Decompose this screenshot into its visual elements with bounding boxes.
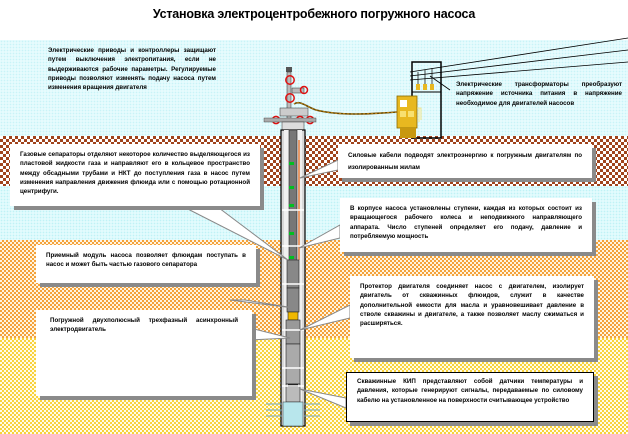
pump-string bbox=[266, 129, 320, 427]
annotation-transformers: Электрические трансформаторы преобразуют… bbox=[456, 81, 622, 107]
callout-power-cable: Силовые кабели подводят электроэнергию к… bbox=[338, 144, 592, 178]
transformer-icon bbox=[416, 68, 434, 90]
surface-sky-layer bbox=[0, 40, 628, 138]
wellhead-icon bbox=[263, 67, 317, 131]
annotation-controllers: Электрические приводы и контроллеры защи… bbox=[48, 47, 216, 92]
callout-sensors: Скважинные КИП представляют собой датчик… bbox=[346, 372, 594, 422]
callout-pump-stages: В корпусе насоса установлены ступени, ка… bbox=[340, 198, 592, 252]
callout-motor: Погружной двухполюсный трехфазный асинхр… bbox=[36, 310, 252, 396]
perforation-flow-lines bbox=[266, 403, 320, 417]
perforation-zone bbox=[282, 401, 304, 427]
protector-section bbox=[285, 319, 301, 345]
surface-cable bbox=[293, 101, 398, 115]
control-box-icon bbox=[396, 95, 422, 138]
page-title: Установка электроцентробежного погружног… bbox=[152, 7, 476, 21]
callout-gas-separator: Газовые сепараторы отделяют некоторое ко… bbox=[10, 144, 260, 206]
motor-section bbox=[285, 343, 301, 385]
callout-intake: Приемный модуль насоса позволяет флюидам… bbox=[36, 245, 256, 283]
intake-section bbox=[286, 287, 300, 313]
intake-ports bbox=[287, 311, 299, 321]
callout-protector: Протектор двигателя соединяет насос с дв… bbox=[350, 276, 594, 358]
power-lines bbox=[409, 37, 628, 91]
